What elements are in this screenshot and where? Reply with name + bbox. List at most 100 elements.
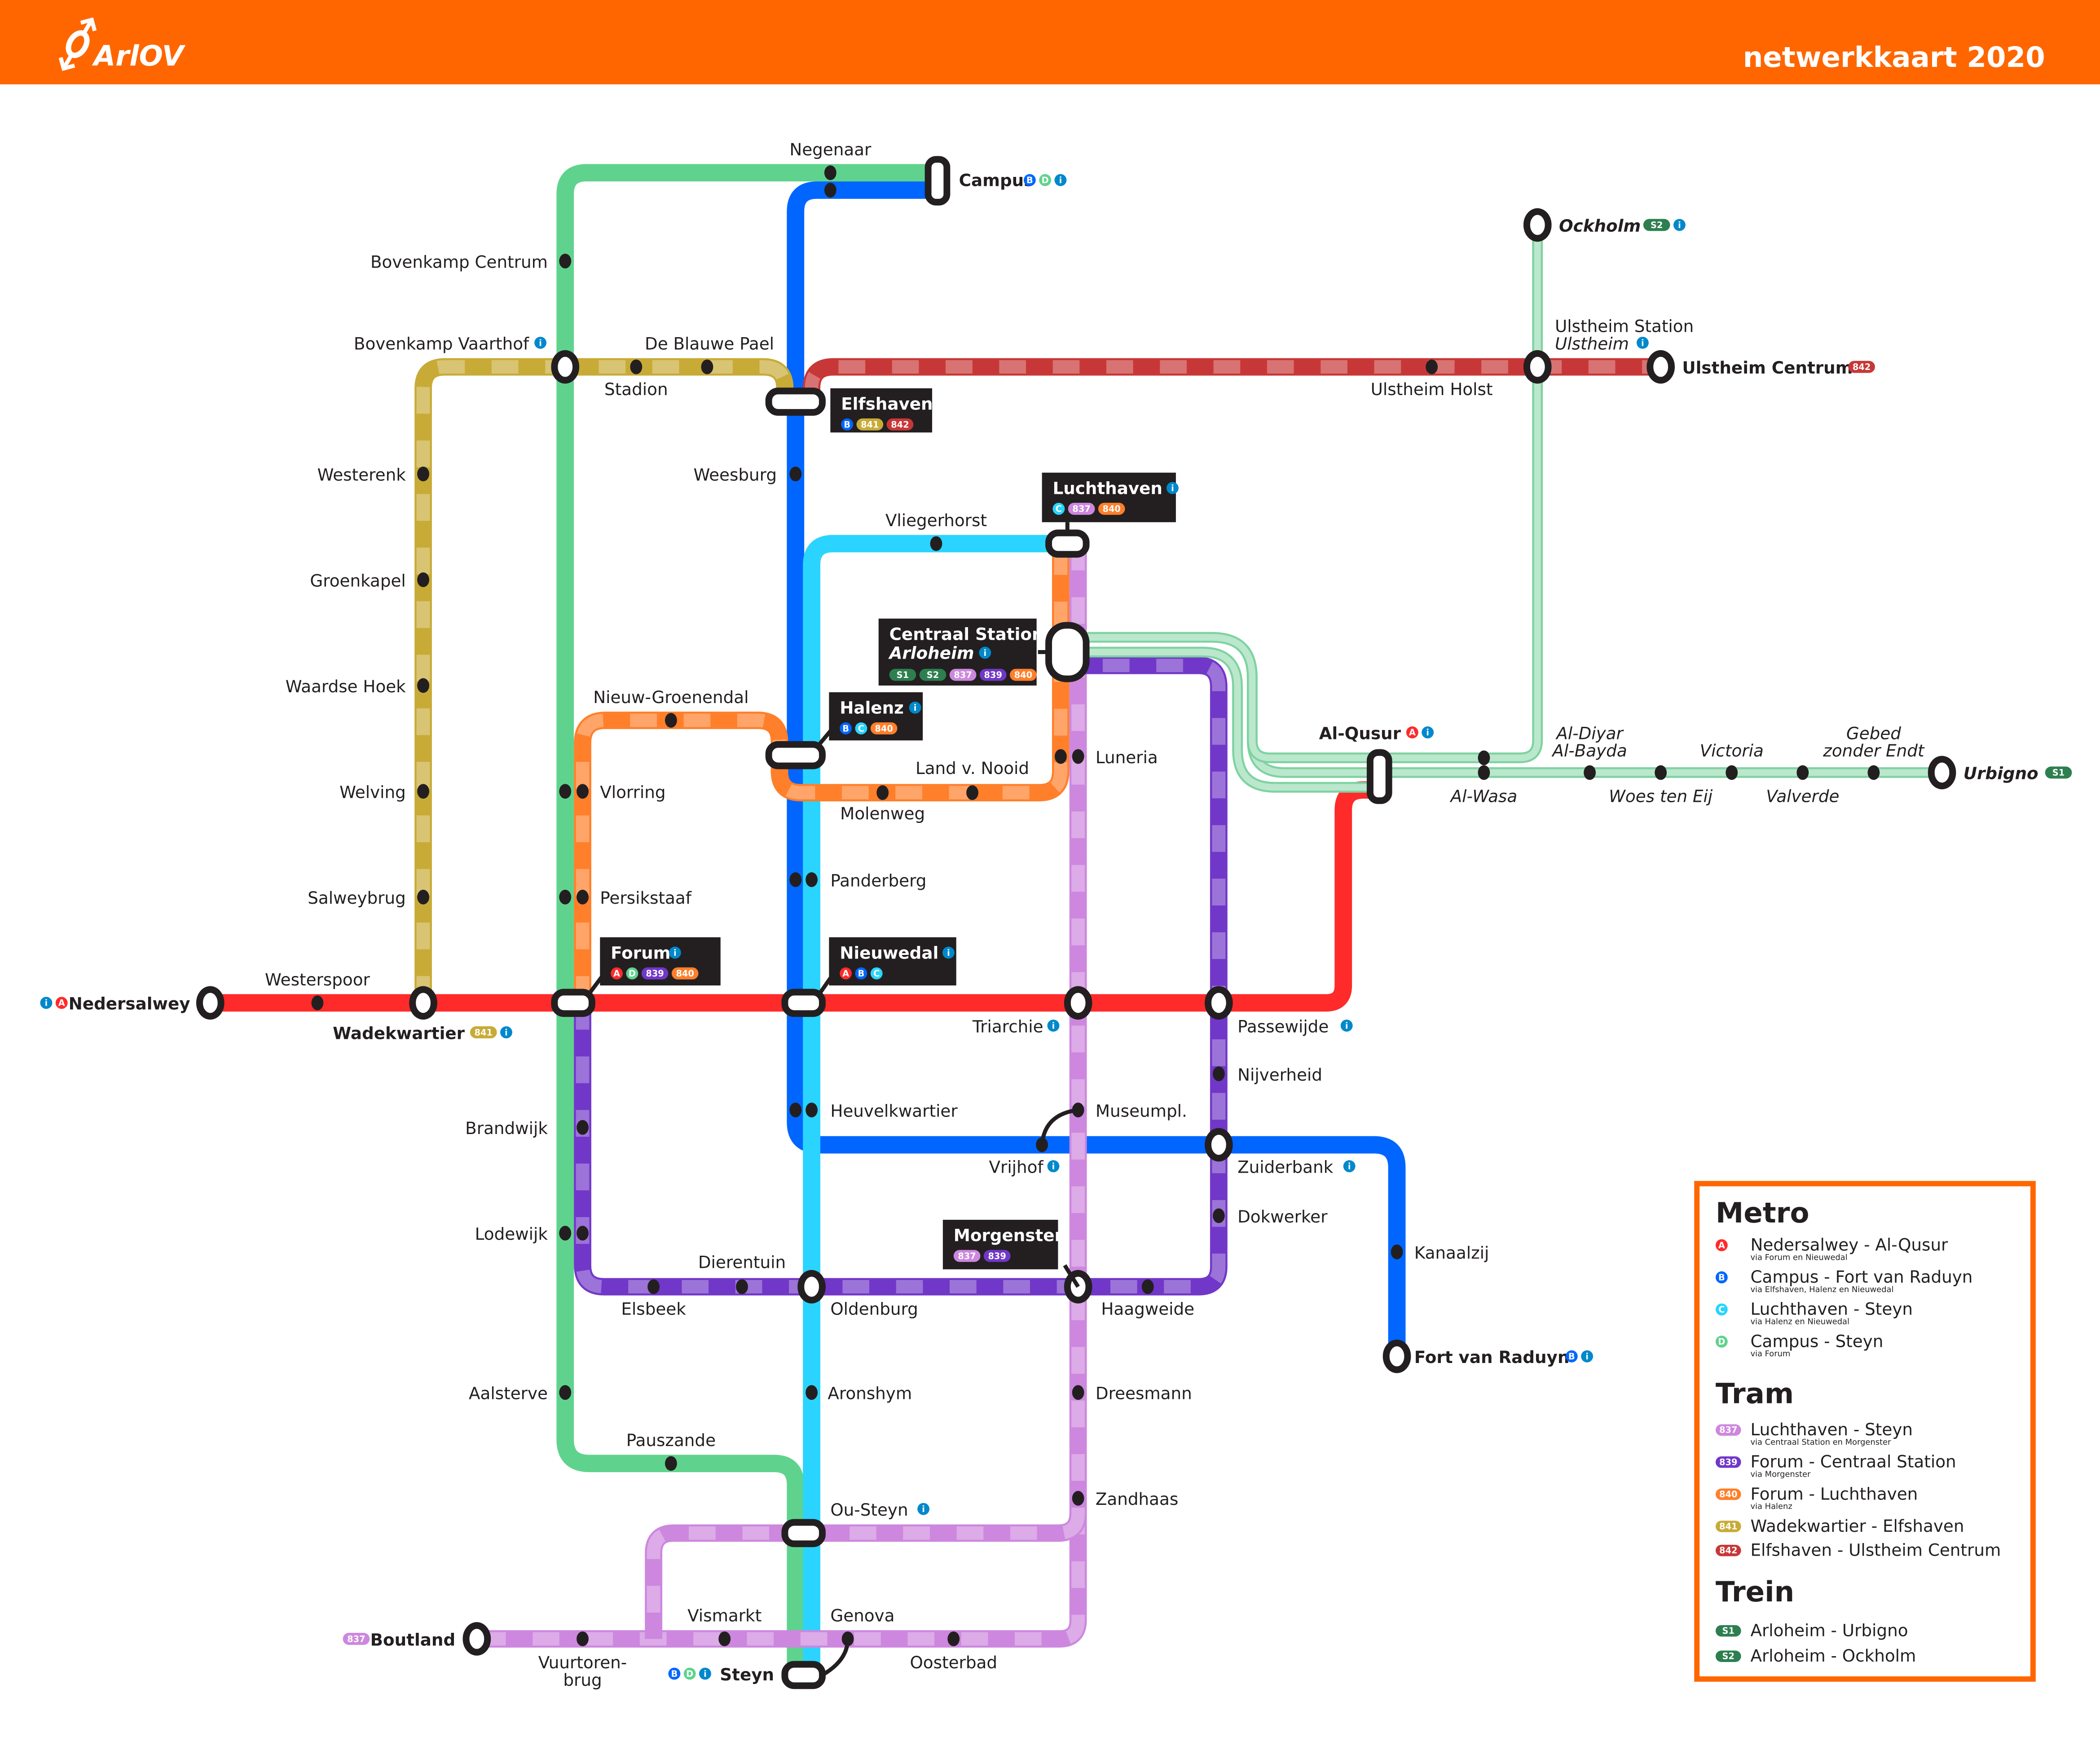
nedersalwey-interchange[interactable] <box>196 986 225 1020</box>
label-urbigno[interactable]: Urbigno <box>1964 764 2038 783</box>
groenkapel-stop[interactable] <box>417 572 429 587</box>
vlorring-840-stop[interactable] <box>577 784 589 799</box>
steyn-interchange[interactable] <box>781 1661 826 1689</box>
label-boutland[interactable]: Boutland <box>370 1630 455 1649</box>
al-qusur-interchange[interactable] <box>1366 749 1392 804</box>
label-dierentuin[interactable]: Dierentuin <box>698 1252 786 1272</box>
label-dokwerker[interactable]: Dokwerker <box>1237 1207 1328 1227</box>
s1-stop-4-stop[interactable] <box>1796 765 1809 780</box>
panderberg-b-stop[interactable] <box>789 872 802 887</box>
label-pauszande[interactable]: Pauszande <box>626 1430 716 1450</box>
label-nieuw-groenendal[interactable]: Nieuw-Groenendal <box>593 687 748 707</box>
forum-interchange[interactable] <box>551 989 595 1017</box>
zandhaas-stop[interactable] <box>1072 1491 1084 1506</box>
luneria-837-stop[interactable] <box>1072 749 1084 764</box>
label-genova[interactable]: Genova <box>830 1606 894 1626</box>
label-dreesmann[interactable]: Dreesmann <box>1096 1384 1192 1403</box>
elfshaven-interchange[interactable] <box>765 387 826 416</box>
nieuwedal-interchange[interactable] <box>781 989 826 1017</box>
label-land-v-nooid[interactable]: Land v. Nooid <box>916 758 1029 778</box>
welving-stop[interactable] <box>417 784 429 799</box>
label-groenkapel[interactable]: Groenkapel <box>310 571 405 590</box>
weesburg-stop[interactable] <box>789 466 802 482</box>
label-ulstheim-station[interactable]: Ulstheim Station <box>1555 317 1694 336</box>
fort-van-raduyn-interchange[interactable] <box>1382 1339 1411 1373</box>
label-vuurtoren[interactable]: Vuurtoren- <box>538 1653 627 1672</box>
zuiderbank-interchange[interactable] <box>1205 1128 1233 1162</box>
label-ulstheim-station-sub[interactable]: Ulstheim <box>1555 334 1629 353</box>
label-nedersalwey[interactable]: Nedersalwey <box>69 994 190 1014</box>
ulstheim-holst-stop[interactable] <box>1426 359 1438 374</box>
label-oosterbad[interactable]: Oosterbad <box>910 1653 997 1672</box>
kanaalzij-stop[interactable] <box>1391 1244 1403 1259</box>
haagweide-stop[interactable] <box>1141 1279 1154 1294</box>
label-al-qusur[interactable]: Al-Qusur <box>1319 723 1401 743</box>
label-steyn[interactable]: Steyn <box>720 1665 774 1684</box>
s1-stop-3-stop[interactable] <box>1726 765 1738 780</box>
campus-interchange[interactable] <box>925 156 951 206</box>
label-brug[interactable]: brug <box>563 1670 602 1690</box>
pauszande-stop[interactable] <box>665 1456 677 1471</box>
oosterbad-stop[interactable] <box>947 1631 960 1646</box>
persikstaaf-840-stop[interactable] <box>577 889 589 905</box>
label-aronshym[interactable]: Aronshym <box>828 1384 912 1403</box>
de-blauwe-pael-stop[interactable] <box>701 359 713 374</box>
label-brandwijk[interactable]: Brandwijk <box>465 1118 548 1138</box>
label-woes-ten-eij[interactable]: Woes ten Eij <box>1609 786 1713 806</box>
salweybrug-stop[interactable] <box>417 889 429 905</box>
label-oldenburg[interactable]: Oldenburg <box>830 1299 918 1319</box>
label-vlorring[interactable]: Vlorring <box>600 783 665 802</box>
s1-stop-0-stop[interactable] <box>1478 765 1490 780</box>
label-triarchie[interactable]: Triarchie <box>972 1016 1043 1036</box>
label-ulstheim-centrum[interactable]: Ulstheim Centrum <box>1682 358 1853 378</box>
stadion-stop[interactable] <box>630 359 643 374</box>
elsbeek-stop[interactable] <box>647 1279 660 1294</box>
label-weesburg[interactable]: Weesburg <box>693 465 777 485</box>
wadekwartier-interchange[interactable] <box>409 986 437 1020</box>
dokwerker-stop[interactable] <box>1212 1208 1225 1223</box>
label-ou-steyn[interactable]: Ou-Steyn <box>830 1500 908 1520</box>
label-fort-van-raduyn[interactable]: Fort van Raduyn <box>1414 1347 1570 1367</box>
label-persikstaaf[interactable]: Persikstaaf <box>600 888 691 908</box>
lodewijk-d-stop[interactable] <box>559 1226 572 1241</box>
ulstheim-station-interchange[interactable] <box>1523 350 1552 384</box>
luneria-840-stop[interactable] <box>1054 749 1067 764</box>
s1-stop-5-stop[interactable] <box>1867 765 1880 780</box>
nieuw-groenendal-stop[interactable] <box>665 713 677 728</box>
label-gebed[interactable]: Gebed <box>1846 723 1901 743</box>
label-nijverheid[interactable]: Nijverheid <box>1237 1065 1322 1085</box>
label-waardse-hoek[interactable]: Waardse Hoek <box>286 677 406 696</box>
bovenkamp-centrum-stop[interactable] <box>559 254 572 268</box>
label-ockholm[interactable]: Ockholm <box>1559 216 1641 236</box>
label-stadion[interactable]: Stadion <box>604 379 668 399</box>
panderberg-c-stop[interactable] <box>806 872 818 887</box>
westerspoor-stop[interactable] <box>311 995 324 1011</box>
lodewijk-839-stop[interactable] <box>577 1226 589 1241</box>
luchthaven-interchange[interactable] <box>1045 529 1090 558</box>
oldenburg-interchange[interactable] <box>797 1270 826 1304</box>
vliegerhorst-stop[interactable] <box>930 536 942 551</box>
label-westerspoor[interactable]: Westerspoor <box>265 970 370 989</box>
label-al-diyar[interactable]: Al-Diyar <box>1555 723 1624 743</box>
urbigno-interchange[interactable] <box>1928 756 1956 790</box>
label-museumpl[interactable]: Museumpl. <box>1096 1101 1187 1121</box>
s1-stop-1-stop[interactable] <box>1584 765 1596 780</box>
label-negenaar[interactable]: Negenaar <box>789 140 872 159</box>
halenz-interchange[interactable] <box>765 741 826 769</box>
label-bovenkamp-centrum[interactable]: Bovenkamp Centrum <box>370 252 548 272</box>
label-valverde[interactable]: Valverde <box>1766 786 1839 806</box>
heuvelkwartier-c-stop[interactable] <box>806 1103 818 1117</box>
molenweg-stop[interactable] <box>876 785 889 800</box>
westerenk-stop[interactable] <box>417 466 429 482</box>
label-haagweide[interactable]: Haagweide <box>1101 1299 1194 1319</box>
label-elsbeek[interactable]: Elsbeek <box>621 1299 686 1319</box>
label-aalsterve[interactable]: Aalsterve <box>469 1384 548 1403</box>
vismarkt-stop[interactable] <box>718 1631 731 1646</box>
label-kanaalzij[interactable]: Kanaalzij <box>1414 1243 1489 1262</box>
label-zonder-endt[interactable]: zonder Endt <box>1823 741 1925 761</box>
label-molenweg[interactable]: Molenweg <box>840 804 925 823</box>
